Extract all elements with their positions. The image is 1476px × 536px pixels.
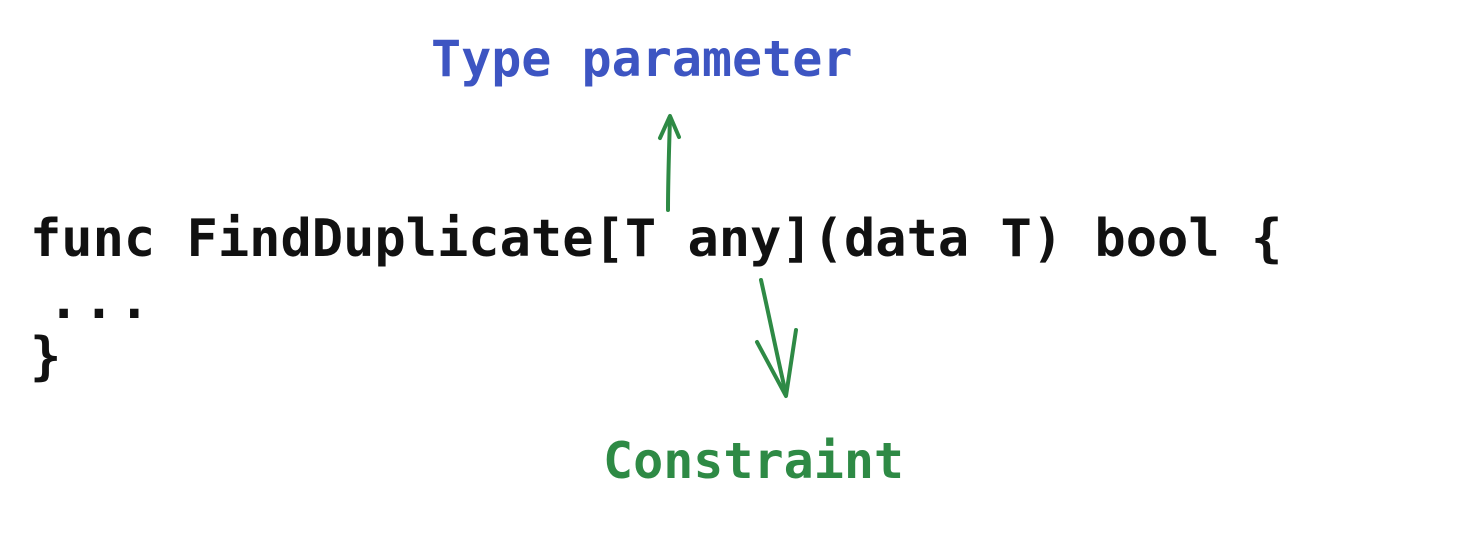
constraint-label: Constraint <box>603 432 905 490</box>
type-parameter-label: Type parameter <box>431 30 853 88</box>
code-closing-brace: } <box>30 327 62 387</box>
code-signature-line: func FindDuplicate[T any](data T) bool { <box>30 209 1283 269</box>
code-block: func FindDuplicate[T any](data T) bool {… <box>30 208 1282 388</box>
code-body-ellipsis: ... <box>48 271 154 331</box>
type-parameter-arrow-head <box>658 114 681 140</box>
type-parameter-arrow-shaft <box>666 116 672 212</box>
type-parameter-arrow <box>658 114 681 212</box>
